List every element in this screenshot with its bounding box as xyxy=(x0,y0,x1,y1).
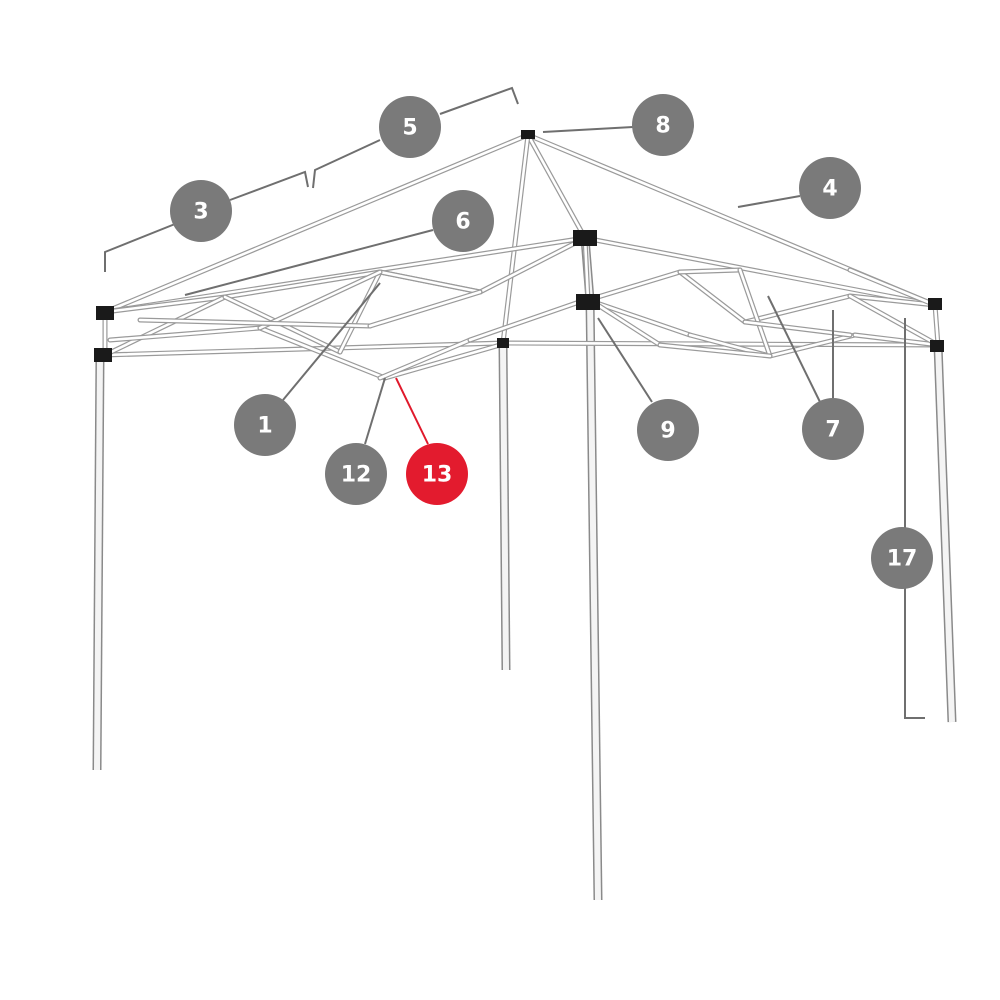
corner-joints xyxy=(94,130,944,362)
frame-bar xyxy=(103,133,530,314)
svg-text:8: 8 xyxy=(655,114,670,139)
frame-bar xyxy=(586,270,682,302)
frame-bar xyxy=(103,341,505,357)
svg-text:7: 7 xyxy=(825,418,840,443)
frame-bar xyxy=(383,343,502,380)
frame-bar xyxy=(583,236,590,302)
frame-bar xyxy=(223,270,382,299)
svg-text:4: 4 xyxy=(822,177,837,202)
frame-bar xyxy=(588,298,662,347)
frame-bar xyxy=(108,326,262,342)
frame-bar xyxy=(378,338,472,380)
frame-bar xyxy=(743,294,852,324)
frame-bar xyxy=(848,294,940,347)
frame-bar xyxy=(338,270,382,354)
callout-4: 4 xyxy=(799,157,861,219)
frame-bar xyxy=(586,298,692,337)
frame-bar xyxy=(678,270,747,324)
callout-9: 9 xyxy=(637,399,699,461)
frame-bar xyxy=(103,295,227,357)
svg-text:9: 9 xyxy=(660,419,675,444)
frame-bar xyxy=(933,303,940,347)
frame-bar xyxy=(138,318,372,328)
frame-bar xyxy=(501,133,530,345)
frame-bar xyxy=(848,268,937,307)
callout-8: 8 xyxy=(632,94,694,156)
callout-12: 12 xyxy=(325,443,387,505)
svg-text:3: 3 xyxy=(193,200,208,225)
svg-text:1: 1 xyxy=(257,414,272,439)
svg-text:13: 13 xyxy=(422,463,453,488)
callout-5: 5 xyxy=(379,96,441,158)
frame-bar xyxy=(258,270,382,330)
callout-7: 7 xyxy=(802,398,864,460)
frame-bar xyxy=(583,236,937,307)
svg-text:17: 17 xyxy=(887,547,918,572)
roof-frame xyxy=(102,132,941,381)
frame-bar xyxy=(526,133,587,240)
frame-bar xyxy=(468,298,587,342)
svg-text:6: 6 xyxy=(455,210,470,235)
leader-lines xyxy=(104,86,925,719)
frame-bar xyxy=(368,290,482,328)
frame-bar xyxy=(768,333,857,358)
svg-text:5: 5 xyxy=(402,116,417,141)
frame-bar xyxy=(658,343,772,358)
frame-bar xyxy=(478,236,587,294)
legs xyxy=(92,237,957,901)
frame-bar xyxy=(678,268,742,274)
frame-bar xyxy=(738,268,772,358)
callout-1: 1 xyxy=(234,394,296,456)
callout-6: 6 xyxy=(432,190,494,252)
frame-bar xyxy=(378,270,482,294)
callout-3: 3 xyxy=(170,180,232,242)
frame-bar xyxy=(103,295,227,314)
frame-bar xyxy=(853,333,940,347)
callout-17: 17 xyxy=(871,527,933,589)
frame-bar xyxy=(848,294,937,307)
callout-13-highlighted: 13 xyxy=(406,443,468,505)
svg-text:12: 12 xyxy=(341,463,372,488)
